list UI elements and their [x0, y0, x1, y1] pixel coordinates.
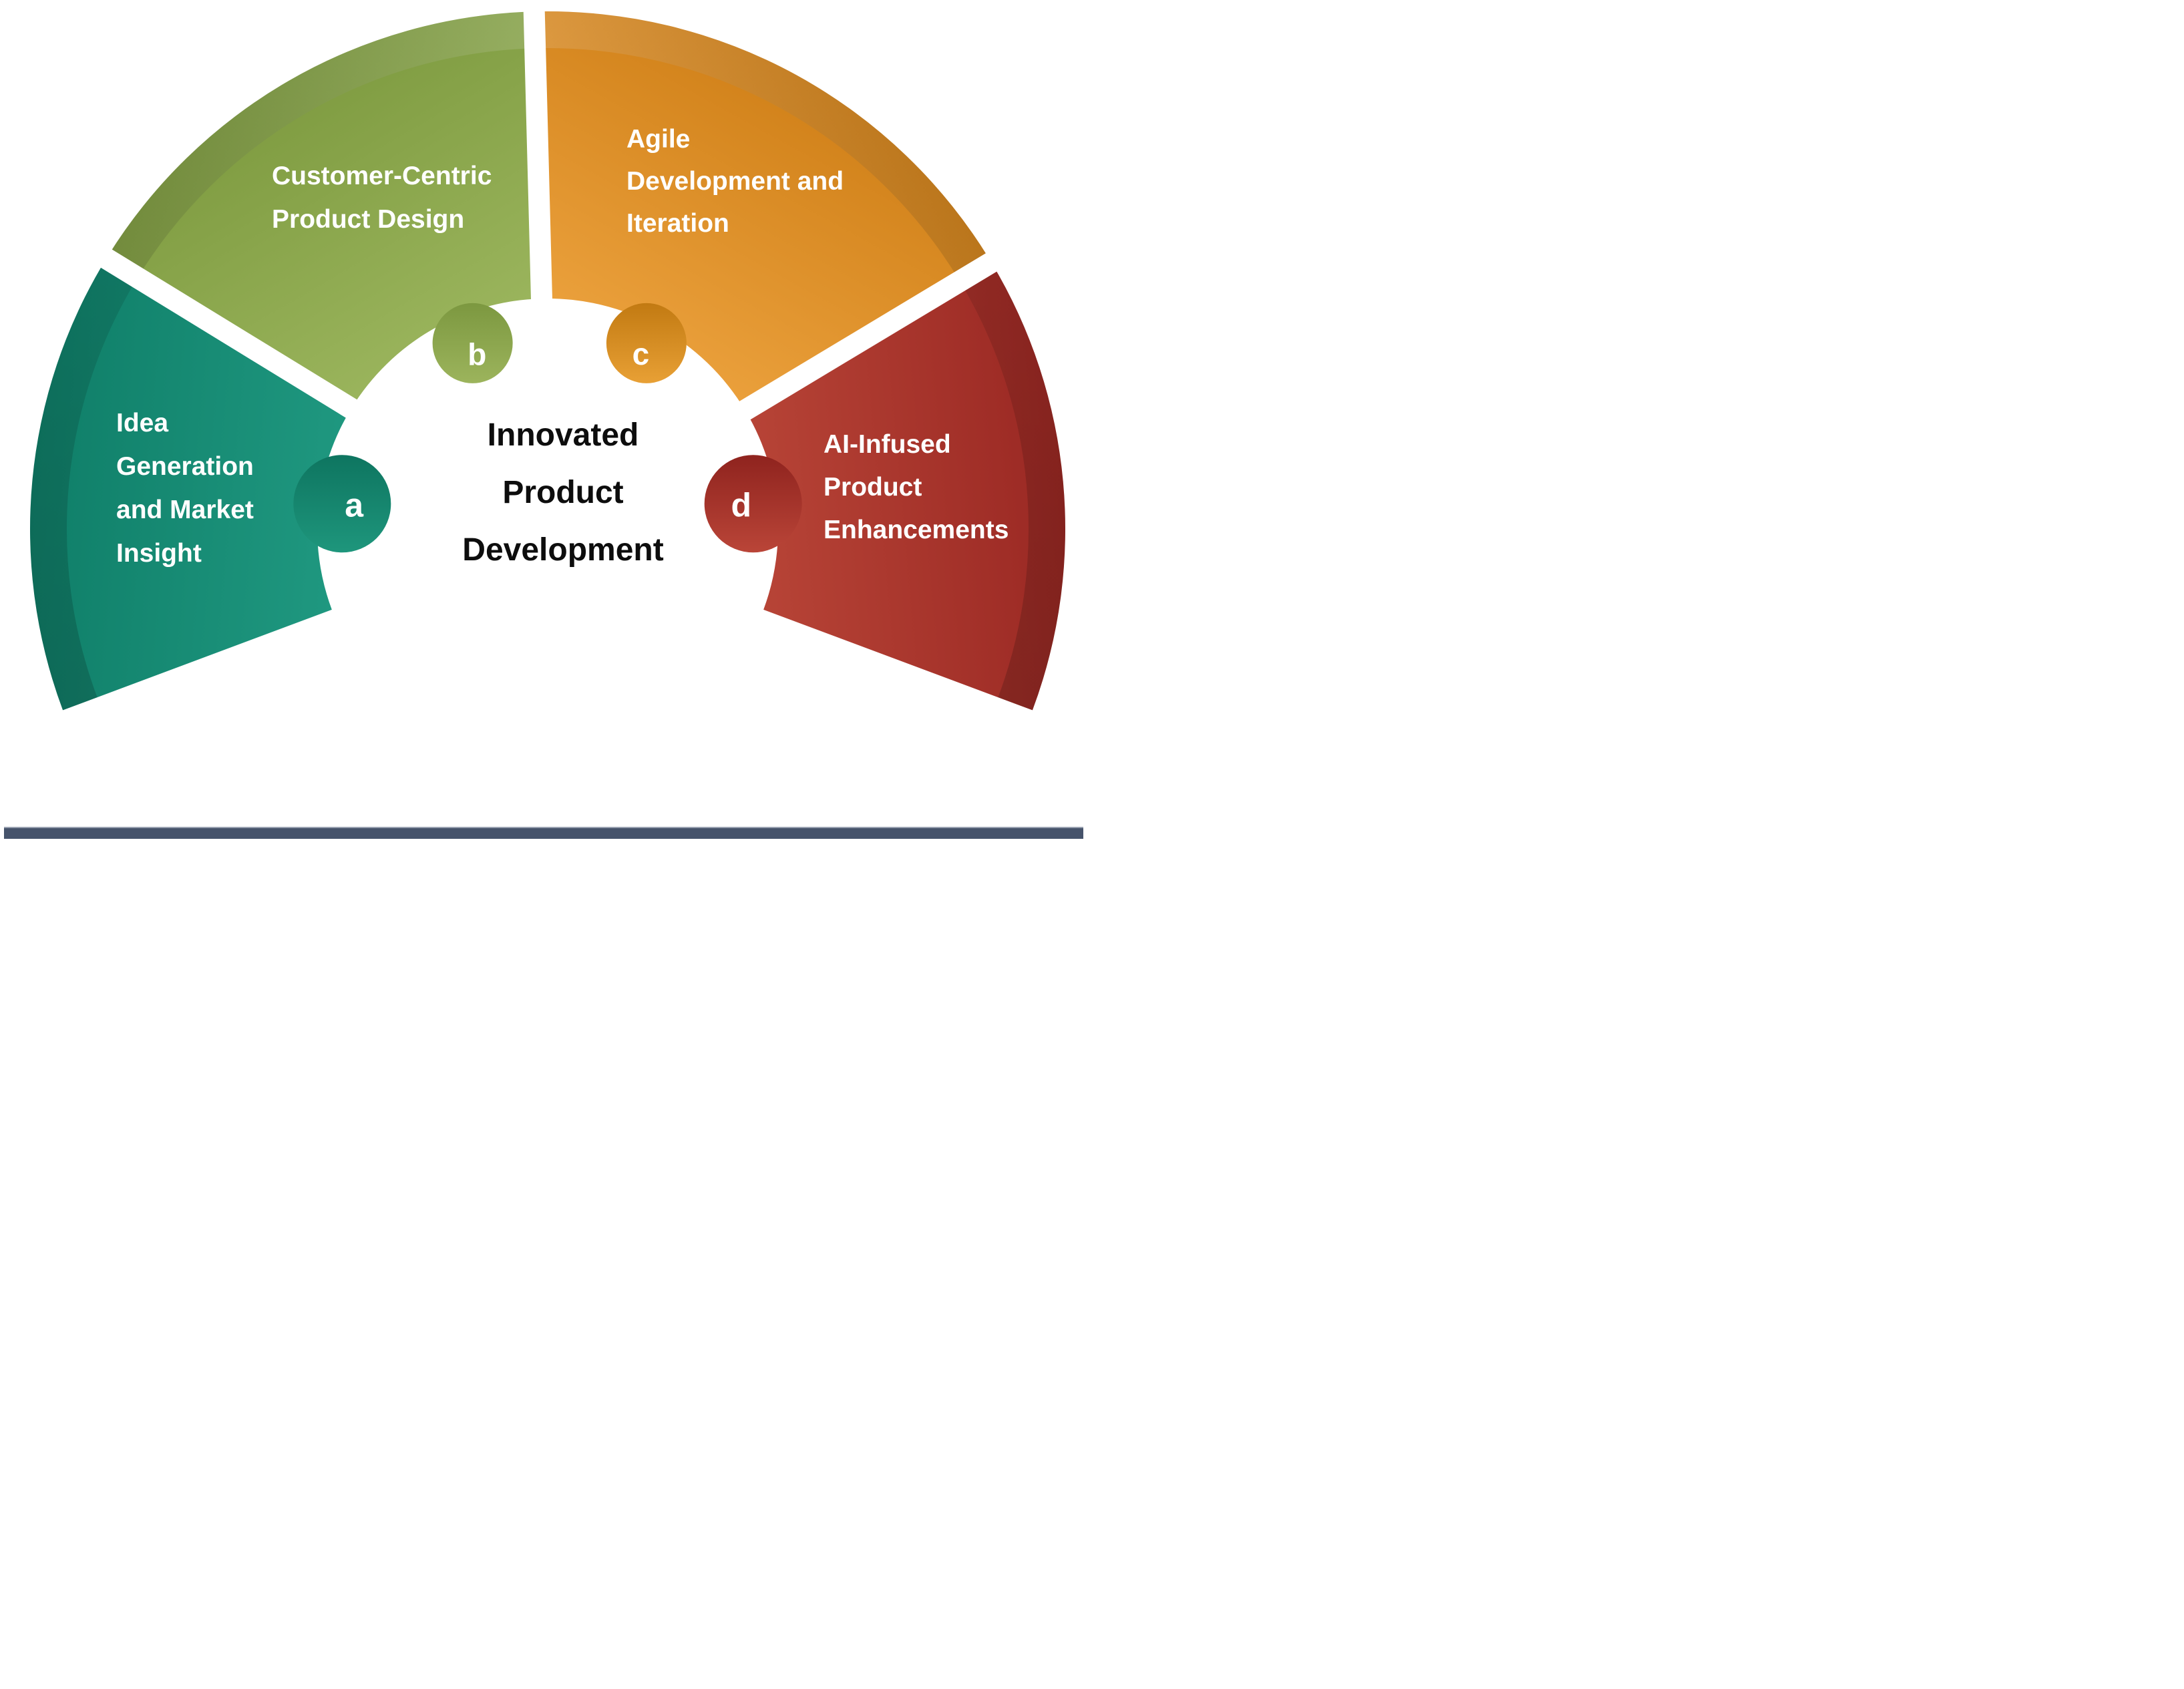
bottom-accent-bar	[4, 827, 1083, 839]
center-title: Innovated Product Development	[462, 417, 663, 568]
segment-a-letter: a	[345, 486, 364, 524]
segment-d-connector-tab	[704, 455, 802, 553]
segment-d-letter: d	[731, 486, 752, 524]
segment-c-letter: c	[632, 337, 650, 371]
segment-b-letter: b	[468, 337, 486, 372]
segment-c-connector-tab	[606, 303, 687, 383]
segment-c-outer-rim	[534, 11, 992, 282]
segment-b-outer-rim	[106, 11, 536, 278]
segment-b-connector-tab	[432, 303, 513, 383]
segment-gap-3	[711, 239, 1020, 437]
center-title-line-2: Product	[502, 475, 623, 510]
segment-d-outer-rim	[960, 262, 1065, 711]
segment-gap-1	[77, 235, 385, 435]
center-title-line-1: Innovated	[488, 417, 639, 453]
segment-b-wedge	[106, 11, 542, 409]
segment-a-connector-tab	[293, 455, 391, 553]
segment-a-outer-rim	[30, 258, 138, 711]
center-title-line-3: Development	[462, 532, 663, 568]
segment-gap-2	[522, 0, 554, 333]
